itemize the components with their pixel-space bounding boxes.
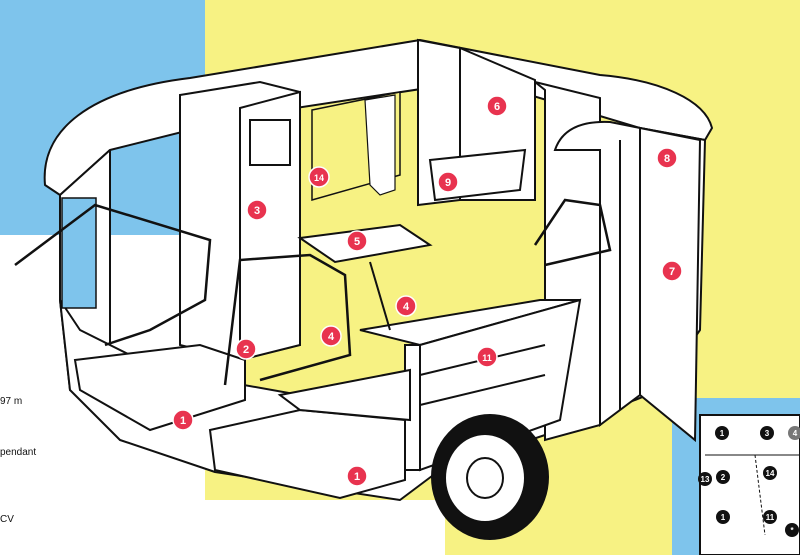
plan-marker-label: 1	[721, 513, 726, 522]
marker-label: 11	[482, 353, 492, 363]
marker-circle	[395, 295, 417, 317]
plan-marker-pstar: *	[785, 523, 799, 537]
plan-marker-p13: 13	[698, 472, 712, 486]
marker-label: 9	[445, 177, 451, 189]
marker-circle	[172, 409, 194, 431]
marker-circle	[486, 95, 508, 117]
marker-label: 3	[254, 205, 260, 217]
plan-marker-circle	[788, 426, 800, 440]
side-text-3: CV	[0, 514, 14, 525]
plan-marker-label: 11	[766, 513, 775, 522]
plan-marker-label: *	[790, 526, 794, 535]
marker-circle	[346, 230, 368, 252]
plan-marker-label: 13	[701, 475, 710, 484]
entrance-door	[639, 126, 702, 443]
plan-marker-label: 14	[766, 469, 775, 478]
marker-label: 14	[314, 173, 324, 183]
roof-shell	[43, 39, 713, 196]
plan-marker-circle	[716, 470, 730, 484]
rear-window	[61, 197, 97, 309]
marker-circle	[476, 346, 498, 368]
marker-m11: 11	[476, 346, 498, 368]
plan-marker-circle	[785, 523, 799, 537]
marker-label: 2	[243, 344, 249, 356]
marker-circle	[320, 325, 342, 347]
plan-marker-circle	[715, 426, 729, 440]
marker-circle	[346, 465, 368, 487]
marker-m5: 5	[346, 230, 368, 252]
marker-m8: 8	[656, 147, 678, 169]
plan-marker-circle	[698, 472, 712, 486]
marker-label: 1	[354, 471, 360, 483]
plan-marker-p1b: 1	[716, 510, 730, 524]
marker-label: 4	[403, 301, 410, 313]
side-text-1: 97 m	[0, 396, 23, 407]
plan-marker-circle	[716, 510, 730, 524]
marker-label: 7	[669, 266, 675, 278]
seat-rear	[73, 343, 246, 432]
marker-circle	[235, 338, 257, 360]
plan-marker-circle	[763, 510, 777, 524]
plan-marker-p4: 4	[788, 426, 800, 440]
plan-marker-circle	[760, 426, 774, 440]
floor-plan-inset	[699, 414, 800, 556]
plan-marker-label: 4	[793, 429, 798, 438]
bg-white-inset-strip	[205, 500, 445, 555]
plan-marker-label: 3	[765, 429, 770, 438]
marker-m9: 9	[437, 171, 459, 193]
marker-circle	[308, 166, 330, 188]
plan-marker-circle	[763, 466, 777, 480]
marker-m4b: 4	[395, 295, 417, 317]
marker-m4a: 4	[320, 325, 342, 347]
plan-marker-p3: 3	[760, 426, 774, 440]
marker-label: 1	[180, 415, 186, 427]
curtain	[364, 94, 396, 196]
plan-marker-label: 1	[720, 429, 725, 438]
marker-m3: 3	[246, 199, 268, 221]
marker-circle	[437, 171, 459, 193]
plan-marker-p14: 14	[763, 466, 777, 480]
wardrobe-cabinet	[179, 80, 301, 362]
bunk-frame	[14, 198, 612, 386]
marker-m7: 7	[661, 260, 683, 282]
marker-circle	[246, 199, 268, 221]
marker-m14: 14	[308, 166, 330, 188]
marker-label: 4	[328, 331, 335, 343]
plan-marker-label: 2	[721, 473, 726, 482]
plan-marker-p1a: 1	[715, 426, 729, 440]
marker-m2: 2	[235, 338, 257, 360]
marker-circle	[656, 147, 678, 169]
marker-label: 8	[664, 153, 670, 165]
marker-m6: 6	[486, 95, 508, 117]
wheel	[431, 414, 549, 540]
marker-label: 5	[354, 236, 360, 248]
marker-m1a: 1	[172, 409, 194, 431]
plan-marker-p2: 2	[716, 470, 730, 484]
plan-marker-p11: 11	[763, 510, 777, 524]
marker-m1b: 1	[346, 465, 368, 487]
marker-label: 6	[494, 101, 500, 113]
side-text-2: pendant	[0, 447, 37, 458]
marker-circle	[661, 260, 683, 282]
